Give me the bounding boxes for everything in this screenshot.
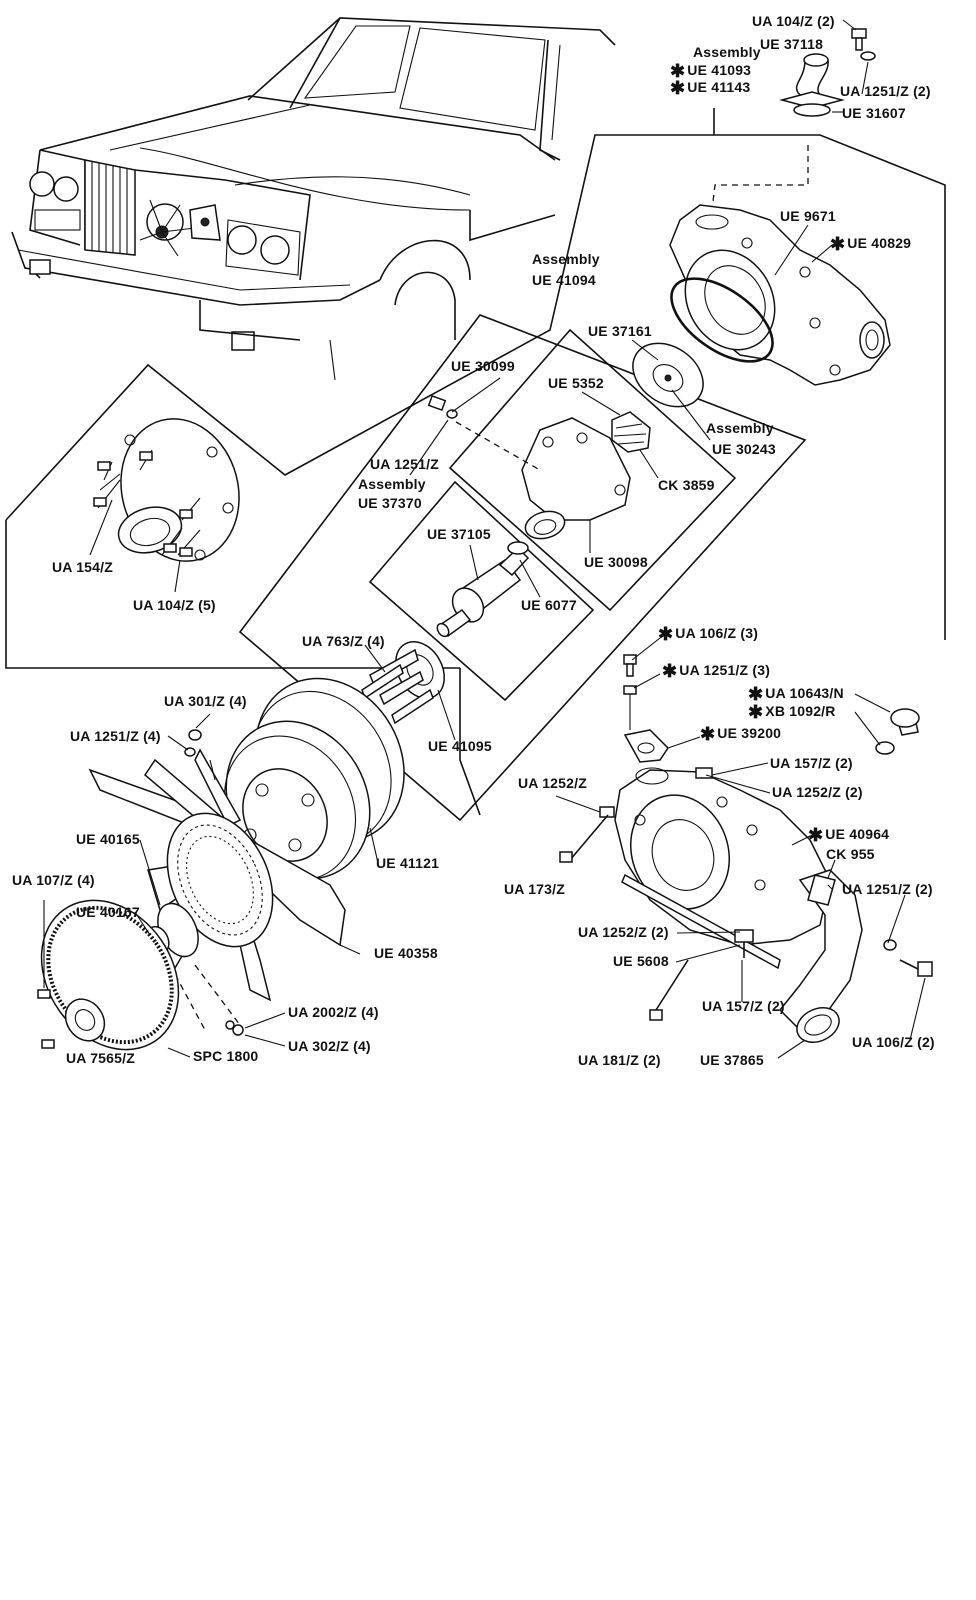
label-ua302z4: UA 302/Z (4) <box>288 1038 371 1054</box>
leader-lines <box>89 19 926 1059</box>
label-assembly-41094: Assembly <box>532 251 600 267</box>
label-ua1252z2-bottom: UA 1252/Z (2) <box>578 924 669 940</box>
assembly-37370-parts <box>436 541 530 638</box>
label-ue37370: UE 37370 <box>358 495 422 511</box>
label-ue37118: UE 37118 <box>760 36 824 52</box>
star-icon: ✱ <box>658 624 674 644</box>
label-ua1251z3: ✱UA 1251/Z (3) <box>662 661 771 681</box>
label-ue41094: UE 41094 <box>532 272 596 288</box>
label-ue31607: UE 31607 <box>842 105 906 121</box>
star-icon: ✱ <box>830 234 846 254</box>
label-ua106z2: UA 106/Z (2) <box>852 1034 935 1050</box>
star-icon: ✱ <box>670 78 686 98</box>
label-ua173z: UA 173/Z <box>504 881 565 897</box>
label-assembly-30243: Assembly <box>706 420 774 436</box>
car-illustration <box>11 17 616 381</box>
label-xb1092r: ✱XB 1092/R <box>748 702 836 722</box>
label-ua154z: UA 154/Z <box>52 559 113 575</box>
label-ua763z4: UA 763/Z (4) <box>302 633 385 649</box>
label-ua1251z4: UA 1251/Z (4) <box>70 728 161 744</box>
label-ue30243: UE 30243 <box>712 441 776 457</box>
label-ua1251z2-right: UA 1251/Z (2) <box>842 881 933 897</box>
label-ua1252z-left: UA 1252/Z <box>518 775 587 791</box>
label-ua157z2-bottom: UA 157/Z (2) <box>702 998 785 1014</box>
main-group-outline <box>5 520 460 669</box>
label-ua181z2: UA 181/Z (2) <box>578 1052 661 1068</box>
star-icon: ✱ <box>700 724 716 744</box>
label-ue40358: UE 40358 <box>374 945 438 961</box>
label-ue9671: UE 9671 <box>780 208 836 224</box>
label-ua104z2-top: UA 104/Z (2) <box>752 13 835 29</box>
assembly-30243-parts <box>427 342 704 540</box>
label-ue41095: UE 41095 <box>428 738 492 754</box>
label-ua10643n: ✱UA 10643/N <box>748 684 844 704</box>
label-ua104z5: UA 104/Z (5) <box>133 597 216 613</box>
label-ua157z2-top: UA 157/Z (2) <box>770 755 853 771</box>
star-icon: ✱ <box>670 61 686 81</box>
label-ue41143: ✱UE 41143 <box>670 78 751 98</box>
label-ue41121: UE 41121 <box>376 855 440 871</box>
label-ua1251z2-top: UA 1251/Z (2) <box>840 83 931 99</box>
label-ue41093: ✱UE 41093 <box>670 61 752 81</box>
label-ua1251z-mid: UA 1251/Z <box>370 456 439 472</box>
label-ue40964: ✱UE 40964 <box>808 825 890 845</box>
label-ua7565z: UA 7565/Z <box>66 1050 135 1066</box>
fan-flange-bolts <box>93 418 240 562</box>
pump-housing-lower <box>559 654 933 1043</box>
label-spc1800: SPC 1800 <box>193 1048 259 1064</box>
star-icon: ✱ <box>748 684 764 704</box>
fan-40358 <box>88 729 346 1031</box>
top-outlet-parts <box>711 28 876 211</box>
label-ue37865: UE 37865 <box>700 1052 764 1068</box>
label-ue6077: UE 6077 <box>521 597 577 613</box>
label-ua2002z4: UA 2002/Z (4) <box>288 1004 379 1020</box>
star-icon: ✱ <box>748 702 764 722</box>
label-ua301z4: UA 301/Z (4) <box>164 693 247 709</box>
label-assembly-top: Assembly <box>693 44 761 60</box>
assembly-37370-box <box>368 480 595 702</box>
label-assembly-37370: Assembly <box>358 476 426 492</box>
label-ue39200: ✱UE 39200 <box>700 724 782 744</box>
label-ue37105: UE 37105 <box>427 526 491 542</box>
label-ue40829: ✱UE 40829 <box>830 234 912 254</box>
viscous-coupling-spc1800 <box>37 899 180 1051</box>
pulley-41121 <box>223 677 405 881</box>
label-ue5608: UE 5608 <box>613 953 669 969</box>
star-icon: ✱ <box>808 825 824 845</box>
label-ck3859: CK 3859 <box>658 477 715 493</box>
label-ua106z3: ✱UA 106/Z (3) <box>658 624 759 644</box>
label-ue37161: UE 37161 <box>588 323 652 339</box>
label-ck955: CK 955 <box>826 846 875 862</box>
label-ue30099: UE 30099 <box>451 358 515 374</box>
hub-41095 <box>361 641 445 725</box>
label-ue5352: UE 5352 <box>548 375 604 391</box>
star-icon: ✱ <box>662 661 678 681</box>
label-ua107z4: UA 107/Z (4) <box>12 872 95 888</box>
label-ue30098: UE 30098 <box>584 554 648 570</box>
label-ue40167: UE 40167 <box>76 904 140 920</box>
label-ue40165: UE 40165 <box>76 831 140 847</box>
assembly-30243-box <box>448 328 737 612</box>
label-ua1252z2-right: UA 1252/Z (2) <box>772 784 863 800</box>
pump-housing-upper <box>669 204 891 386</box>
